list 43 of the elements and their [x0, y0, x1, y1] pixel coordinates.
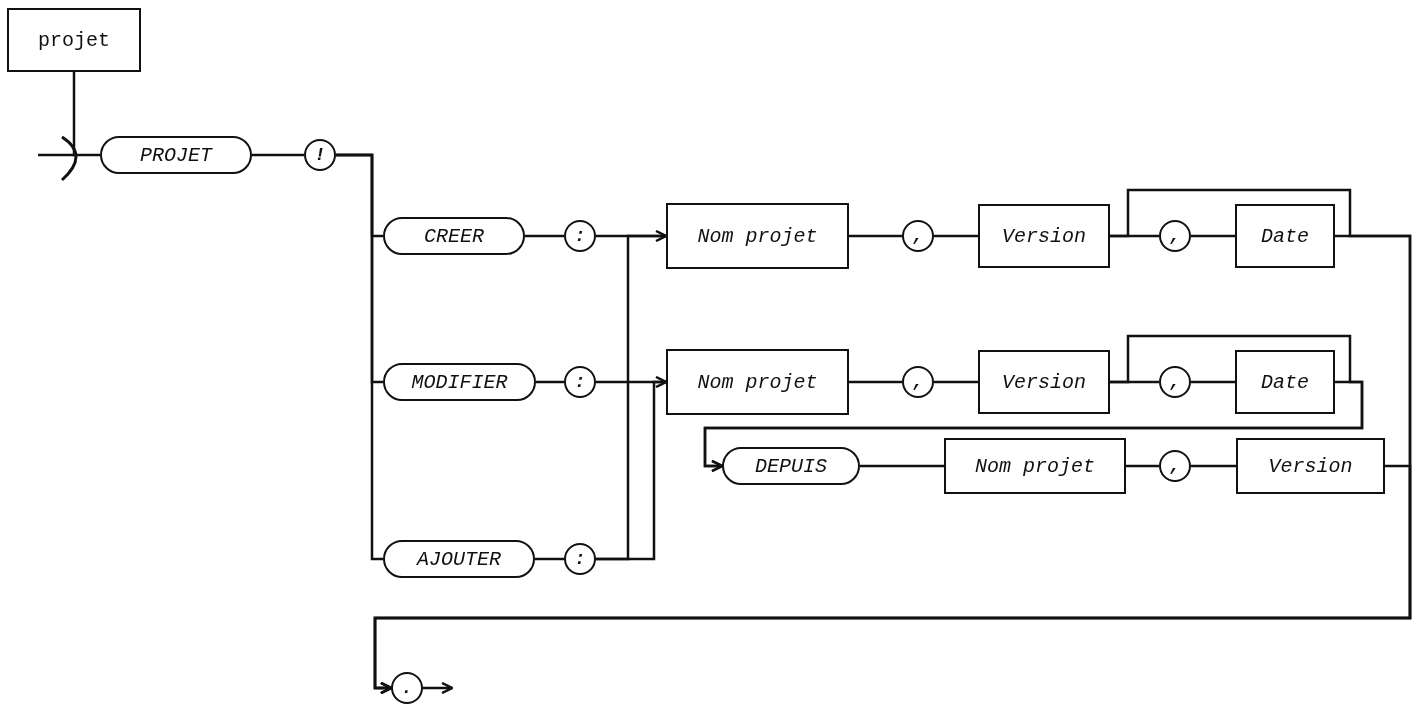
connector: [860, 464, 944, 468]
keyword-pill: MODIFIER: [383, 363, 536, 401]
connector: [525, 234, 564, 238]
symbol-circle: ,: [1159, 220, 1191, 252]
connector: [336, 153, 383, 561]
nonterminal-box: Nom projet: [666, 349, 849, 415]
nonterminal-box: Version: [1236, 438, 1385, 494]
symbol-circle: :: [564, 366, 596, 398]
connector: [1191, 234, 1235, 238]
connector: [1191, 464, 1236, 468]
connector: [934, 234, 978, 238]
connector: [72, 72, 100, 157]
connector: [373, 464, 1412, 695]
connector: [252, 153, 304, 157]
connector: [934, 380, 978, 384]
connector: [535, 557, 564, 561]
symbol-circle: !: [304, 139, 336, 171]
keyword-pill: CREER: [383, 217, 525, 255]
connector: [849, 234, 902, 238]
symbol-circle: ,: [1159, 450, 1191, 482]
nonterminal-box: Nom projet: [944, 438, 1126, 494]
connector: [1126, 464, 1159, 468]
nonterminal-box: Date: [1235, 350, 1335, 414]
symbol-circle: .: [391, 672, 423, 704]
rule-name-box: projet: [7, 8, 141, 72]
nonterminal-box: Nom projet: [666, 203, 849, 269]
nonterminal-box: Version: [978, 204, 1110, 268]
keyword-pill: AJOUTER: [383, 540, 535, 578]
nonterminal-box: Date: [1235, 204, 1335, 268]
keyword-pill: PROJET: [100, 136, 252, 174]
connector: [703, 334, 1364, 473]
connector: [596, 375, 668, 561]
symbol-circle: ,: [902, 220, 934, 252]
symbol-circle: :: [564, 543, 596, 575]
connector: [536, 380, 564, 384]
connector: [423, 681, 454, 695]
nonterminal-box: Version: [978, 350, 1110, 414]
connector: [849, 380, 902, 384]
keyword-pill: DEPUIS: [722, 447, 860, 485]
symbol-circle: ,: [1159, 366, 1191, 398]
connector: [1191, 380, 1235, 384]
symbol-circle: ,: [902, 366, 934, 398]
symbol-circle: :: [564, 220, 596, 252]
